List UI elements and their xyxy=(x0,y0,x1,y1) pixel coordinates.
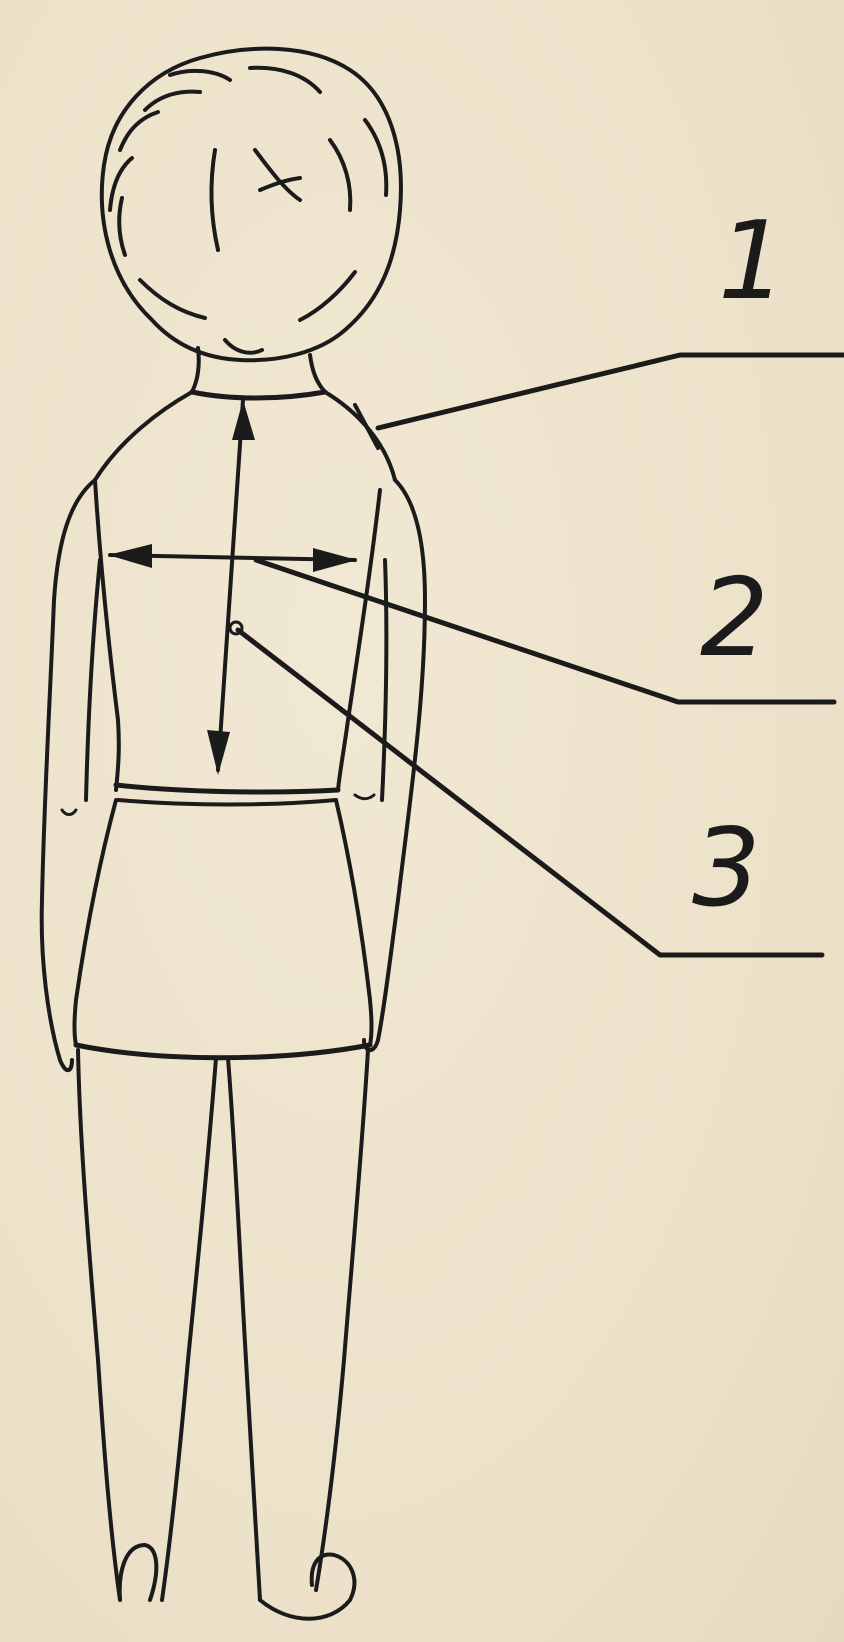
callout-label-2: 2 xyxy=(700,565,769,673)
callout-label-1: 1 xyxy=(718,208,787,316)
arrow-right-icon xyxy=(313,548,357,572)
head xyxy=(102,49,401,361)
arrow-down-icon xyxy=(207,730,230,775)
legs xyxy=(78,1050,368,1619)
callout-label-3: 3 xyxy=(692,815,761,923)
shoulder-mark xyxy=(355,405,378,448)
back-length-line xyxy=(218,400,243,770)
arrow-up-icon xyxy=(232,400,255,440)
leader-line-1 xyxy=(378,355,844,428)
shorts xyxy=(75,800,372,1058)
arrow-left-icon xyxy=(108,544,152,568)
torso xyxy=(95,392,395,805)
